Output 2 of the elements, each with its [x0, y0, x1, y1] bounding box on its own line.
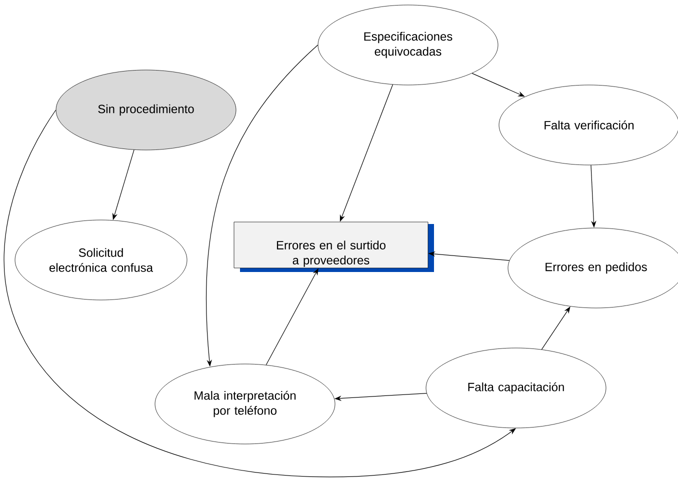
problem-box: Errores en el surtido a proveedores	[234, 222, 428, 268]
arrow	[4, 110, 516, 478]
